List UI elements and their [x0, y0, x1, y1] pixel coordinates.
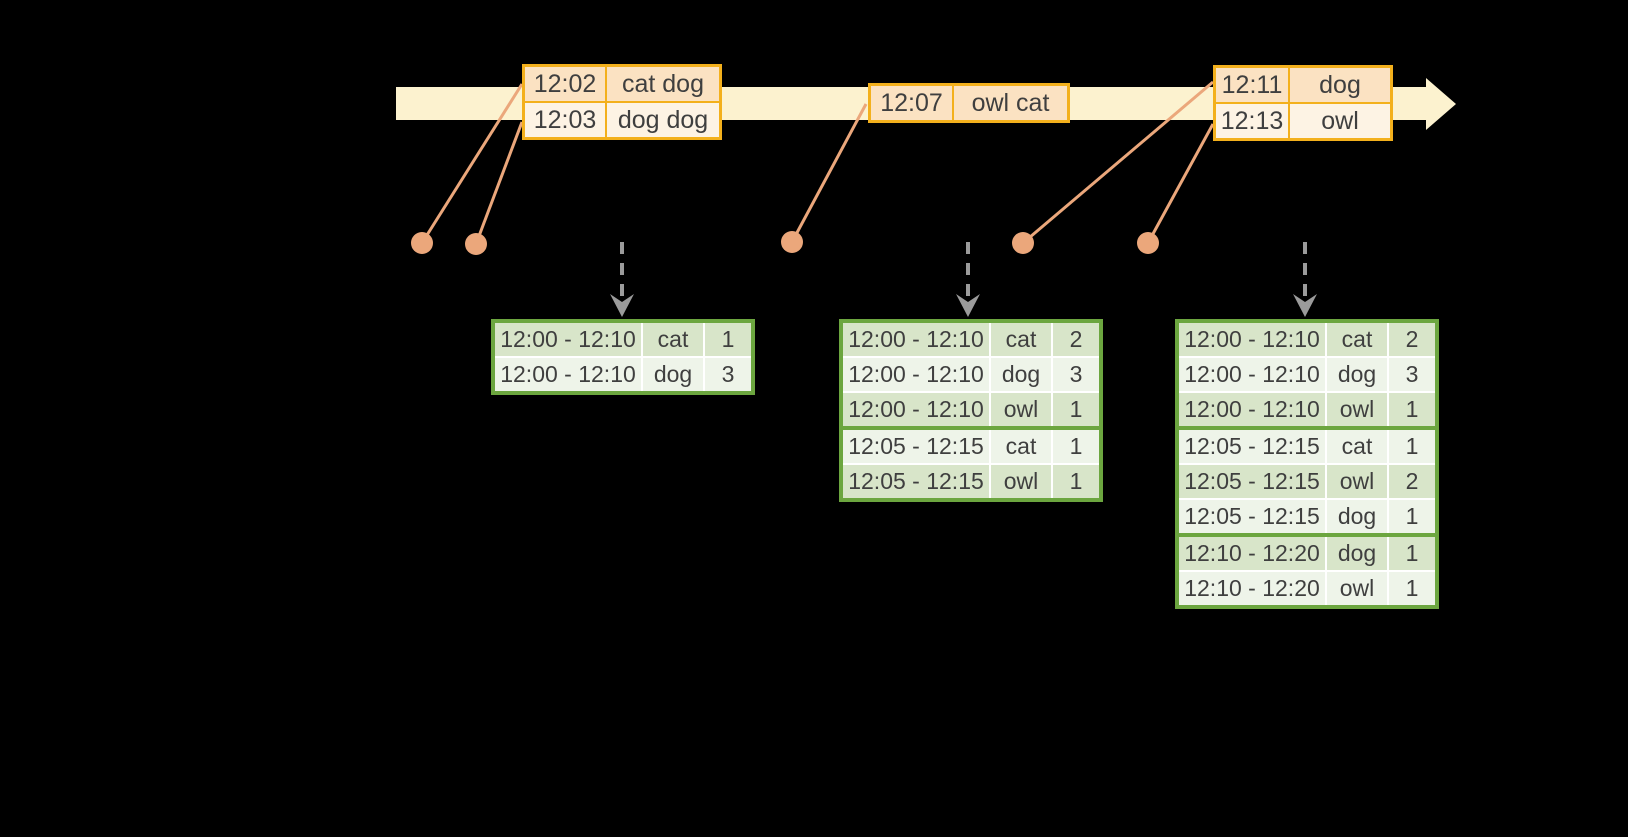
word-cell: cat	[1325, 320, 1389, 358]
count-cell: 2	[1387, 320, 1438, 358]
word-cell: dog	[1325, 534, 1389, 572]
window-cell: 12:05 - 12:15	[840, 427, 991, 465]
result-row: 12:00 - 12:10 cat 2	[840, 320, 1102, 358]
event-row: 12:13 owl	[1213, 102, 1393, 141]
window-cell: 12:00 - 12:10	[1176, 391, 1327, 430]
result-row: 12:05 - 12:15 cat 1	[840, 427, 1102, 465]
count-cell: 1	[703, 320, 754, 358]
window-cell: 12:00 - 12:10	[492, 320, 643, 358]
word-cell: dog	[1325, 498, 1389, 537]
count-cell: 1	[1387, 570, 1438, 608]
window-cell: 12:10 - 12:20	[1176, 570, 1327, 608]
result-row: 12:05 - 12:15 cat 1	[1176, 427, 1438, 465]
result-row: 12:00 - 12:10 owl 1	[1176, 391, 1438, 430]
result-table-1: 12:00 - 12:10 cat 1 12:00 - 12:10 dog 3	[491, 319, 755, 395]
event-row: 12:03 dog dog	[522, 101, 722, 140]
event-marker-dot	[781, 231, 803, 253]
result-row: 12:00 - 12:10 cat 1	[492, 320, 754, 358]
event-time-cell: 12:13	[1213, 102, 1290, 141]
event-marker-dot	[1012, 232, 1034, 254]
event-words-cell: dog dog	[605, 101, 722, 140]
trigger-arrowhead-icon	[1293, 294, 1317, 317]
window-cell: 12:05 - 12:15	[1176, 463, 1327, 500]
timeline-arrowhead-icon	[1426, 78, 1456, 130]
count-cell: 3	[1387, 356, 1438, 393]
window-cell: 12:00 - 12:10	[492, 356, 643, 394]
window-cell: 12:00 - 12:10	[840, 320, 991, 358]
window-cell: 12:00 - 12:10	[1176, 320, 1327, 358]
event-words-cell: owl cat	[952, 83, 1070, 123]
count-cell: 3	[703, 356, 754, 394]
event-words-cell: dog	[1288, 65, 1393, 104]
event-leader-line	[790, 103, 868, 243]
count-cell: 1	[1051, 463, 1102, 501]
event-time-cell: 12:11	[1213, 65, 1290, 104]
result-row: 12:00 - 12:10 cat 2	[1176, 320, 1438, 358]
result-row: 12:00 - 12:10 dog 3	[1176, 356, 1438, 393]
word-cell: owl	[1325, 570, 1389, 608]
result-table-3: 12:00 - 12:10 cat 2 12:00 - 12:10 dog 3 …	[1175, 319, 1439, 609]
result-row: 12:00 - 12:10 owl 1	[840, 391, 1102, 430]
result-table-2: 12:00 - 12:10 cat 2 12:00 - 12:10 dog 3 …	[839, 319, 1103, 502]
window-cell: 12:05 - 12:15	[1176, 427, 1327, 465]
window-cell: 12:05 - 12:15	[840, 463, 991, 501]
count-cell: 1	[1387, 534, 1438, 572]
event-leader-line	[474, 121, 524, 245]
word-cell: cat	[1325, 427, 1389, 465]
event-marker-dot	[465, 233, 487, 255]
result-row: 12:00 - 12:10 dog 3	[840, 356, 1102, 393]
event-words-cell: owl	[1288, 102, 1393, 141]
trigger-arrowhead-icon	[956, 294, 980, 317]
word-cell: owl	[989, 391, 1053, 430]
event-row: 12:07 owl cat	[868, 83, 1070, 123]
result-row: 12:00 - 12:10 dog 3	[492, 356, 754, 394]
window-cell: 12:00 - 12:10	[840, 356, 991, 393]
event-row: 12:11 dog	[1213, 65, 1393, 104]
event-words-cell: cat dog	[605, 64, 722, 103]
event-row: 12:02 cat dog	[522, 64, 722, 103]
result-row: 12:05 - 12:15 dog 1	[1176, 498, 1438, 537]
count-cell: 1	[1051, 427, 1102, 465]
result-row: 12:10 - 12:20 dog 1	[1176, 534, 1438, 572]
word-cell: owl	[989, 463, 1053, 501]
word-cell: dog	[989, 356, 1053, 393]
event-marker-dot	[411, 232, 433, 254]
trigger-arrowhead-icon	[610, 294, 634, 317]
result-row: 12:10 - 12:20 owl 1	[1176, 570, 1438, 608]
word-cell: cat	[989, 427, 1053, 465]
word-cell: owl	[1325, 391, 1389, 430]
event-time-cell: 12:03	[522, 101, 607, 140]
word-cell: dog	[641, 356, 705, 394]
window-cell: 12:00 - 12:10	[1176, 356, 1327, 393]
count-cell: 1	[1387, 498, 1438, 537]
count-cell: 3	[1051, 356, 1102, 393]
count-cell: 2	[1051, 320, 1102, 358]
word-cell: owl	[1325, 463, 1389, 500]
count-cell: 2	[1387, 463, 1438, 500]
result-row: 12:05 - 12:15 owl 1	[840, 463, 1102, 501]
window-cell: 12:10 - 12:20	[1176, 534, 1327, 572]
count-cell: 1	[1051, 391, 1102, 430]
event-leader-line	[1146, 123, 1215, 244]
event-marker-dot	[1137, 232, 1159, 254]
word-cell: cat	[989, 320, 1053, 358]
event-table-1: 12:02 cat dog 12:03 dog dog	[522, 64, 722, 140]
count-cell: 1	[1387, 427, 1438, 465]
window-cell: 12:00 - 12:10	[840, 391, 991, 430]
word-cell: dog	[1325, 356, 1389, 393]
word-cell: cat	[641, 320, 705, 358]
result-row: 12:05 - 12:15 owl 2	[1176, 463, 1438, 500]
event-table-2: 12:07 owl cat	[868, 83, 1070, 123]
window-cell: 12:05 - 12:15	[1176, 498, 1327, 537]
event-time-cell: 12:02	[522, 64, 607, 103]
event-table-3: 12:11 dog 12:13 owl	[1213, 65, 1393, 141]
event-time-cell: 12:07	[868, 83, 954, 123]
count-cell: 1	[1387, 391, 1438, 430]
